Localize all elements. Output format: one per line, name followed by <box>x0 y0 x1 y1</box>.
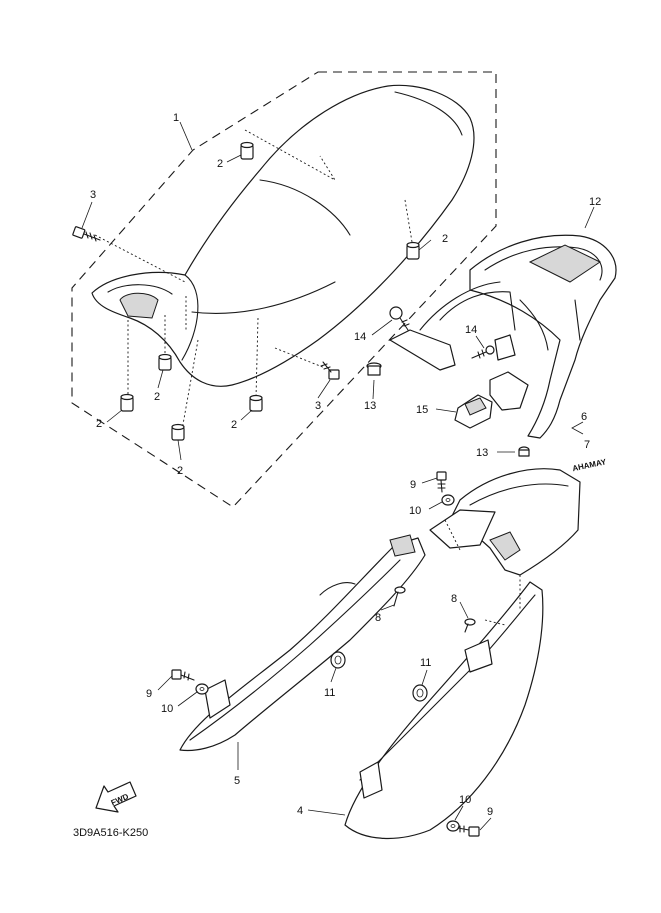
callout-15: 15 <box>416 404 428 416</box>
callout-13: 13 <box>476 447 488 459</box>
side-cover-right <box>344 581 544 839</box>
callout-3: 3 <box>315 400 321 412</box>
washer-10-top <box>441 494 455 506</box>
nut-13-bottom <box>518 446 530 457</box>
side-cover-left <box>179 534 426 752</box>
washer-10-right <box>446 820 460 832</box>
bolt-9-right <box>457 825 480 837</box>
bolt-14-right <box>471 345 495 359</box>
rear-carrier <box>389 234 617 439</box>
callout-7: 7 <box>584 439 590 451</box>
callout-8: 8 <box>451 593 457 605</box>
callout-14: 14 <box>354 331 366 343</box>
sticker-text: AHAMAY <box>572 457 608 473</box>
nut-13-top <box>366 362 382 376</box>
damper-2-bottom <box>249 394 263 412</box>
screw-8-right <box>464 618 476 633</box>
damper-2-lower <box>171 423 185 441</box>
grommet-11-left <box>330 651 346 669</box>
diagram-code: 3D9A516-K250 <box>73 827 148 839</box>
washer-10-left <box>195 683 209 695</box>
damper-2-right <box>406 241 420 260</box>
tail-cover <box>429 468 581 576</box>
callout-10: 10 <box>459 794 471 806</box>
callout-5: 5 <box>234 775 240 787</box>
callout-9: 9 <box>487 806 493 818</box>
callout-12: 12 <box>589 196 601 208</box>
bolt-3-left <box>72 226 101 242</box>
callout-1: 1 <box>173 112 179 124</box>
bolt-9-top <box>436 471 447 493</box>
callout-9: 9 <box>146 688 152 700</box>
callout-6: 6 <box>581 411 587 423</box>
callout-2: 2 <box>217 158 223 170</box>
callout-10: 10 <box>409 505 421 517</box>
damper-2-mid <box>158 353 172 371</box>
bolt-9-left <box>171 669 195 681</box>
damper-2-left <box>120 393 134 412</box>
callout-8: 8 <box>375 612 381 624</box>
callout-2: 2 <box>154 391 160 403</box>
bolt-3-right <box>320 361 340 380</box>
callout-2: 2 <box>96 418 102 430</box>
callout-11: 11 <box>420 657 431 669</box>
damper-2-top <box>240 141 254 160</box>
screw-8-left <box>393 586 406 607</box>
bracket-15 <box>454 371 529 429</box>
callout-13: 13 <box>364 400 376 412</box>
seat <box>91 84 475 387</box>
callout-4: 4 <box>297 805 303 817</box>
callout-10: 10 <box>161 703 173 715</box>
seat-assembly-boundary <box>71 71 497 508</box>
bolt-14-left <box>389 306 410 331</box>
callout-9: 9 <box>410 479 416 491</box>
callout-2: 2 <box>177 465 183 477</box>
callout-3: 3 <box>90 189 96 201</box>
callout-11: 11 <box>324 687 335 699</box>
fwd-arrow-icon: FWD <box>95 781 137 813</box>
callout-2: 2 <box>442 233 448 245</box>
grommet-11-right <box>412 684 428 702</box>
callout-2: 2 <box>231 419 237 431</box>
callout-14: 14 <box>465 324 477 336</box>
